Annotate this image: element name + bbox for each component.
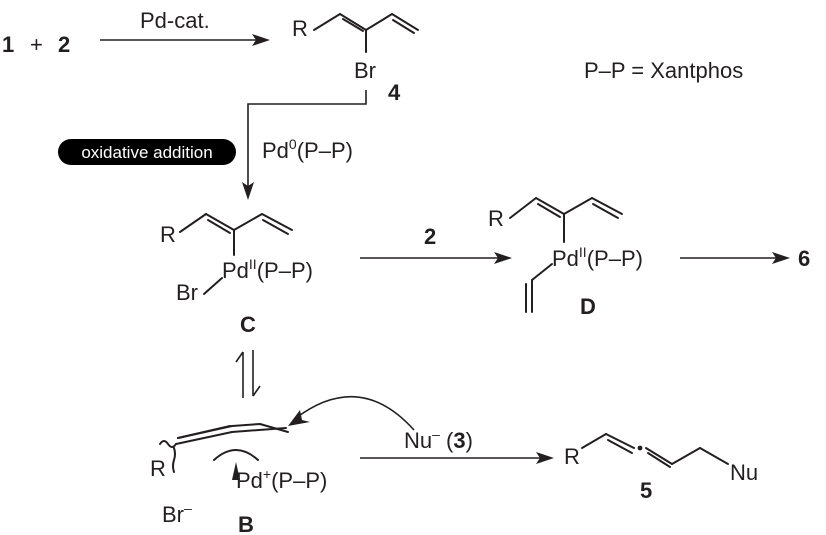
- product-6-label: 6: [798, 246, 810, 271]
- intermediate-b-pd: Pd+(P–P): [236, 466, 327, 493]
- oxidative-addition-label: oxidative addition: [81, 143, 212, 162]
- arrow-to-intermediate-c: [242, 90, 367, 200]
- xantphos-definition: P–P = Xantphos: [584, 58, 743, 83]
- intermediate-c-br: Br: [176, 280, 198, 305]
- intermediate-c-pd: PdII(P–P): [222, 256, 313, 283]
- product-5-nu: Nu: [730, 460, 758, 485]
- intermediate-b-r: R: [150, 456, 166, 481]
- intermediate-c-structure: [179, 213, 293, 295]
- equilibrium-arrows: [235, 350, 261, 398]
- compound-4-structure: [313, 13, 419, 53]
- product-5-r: R: [564, 444, 580, 469]
- reactant-1-label: 1: [2, 32, 14, 57]
- intermediate-d-structure: [509, 197, 623, 313]
- intermediate-d-label: D: [580, 294, 596, 319]
- intermediate-d-pd: PdII(P–P): [552, 244, 643, 271]
- nucleophile-attack-arrow: [288, 395, 415, 431]
- compound-4-r: R: [292, 16, 308, 41]
- product-5-label: 5: [640, 478, 652, 503]
- compound-4-number: 4: [388, 80, 401, 105]
- intermediate-b-structure: [159, 423, 289, 480]
- compound-4-br: Br: [354, 58, 376, 83]
- arrow-b-to-5: [360, 452, 554, 464]
- arrow-c-to-d: [360, 252, 512, 264]
- oxidative-addition-badge: oxidative addition: [58, 139, 236, 165]
- product-5-structure: [581, 433, 729, 468]
- intermediate-c-label: C: [240, 312, 256, 337]
- intermediate-c-r: R: [160, 222, 176, 247]
- intermediate-d-r: R: [488, 206, 504, 231]
- plus-sign: +: [30, 32, 43, 57]
- step-c-to-d-reagent: 2: [424, 224, 436, 249]
- intermediate-b-label: B: [238, 512, 254, 535]
- intermediate-b-counterion: Br–: [162, 500, 192, 527]
- nucleophile-label: Nu– (3): [404, 426, 473, 453]
- pd0-reagent: Pd0(P–P): [262, 136, 353, 163]
- reactant-2-label: 2: [58, 32, 70, 57]
- arrow-to-compound-4: [100, 34, 270, 46]
- pd-catalyst-label: Pd-cat.: [140, 8, 210, 33]
- arrow-d-to-6: [680, 252, 790, 264]
